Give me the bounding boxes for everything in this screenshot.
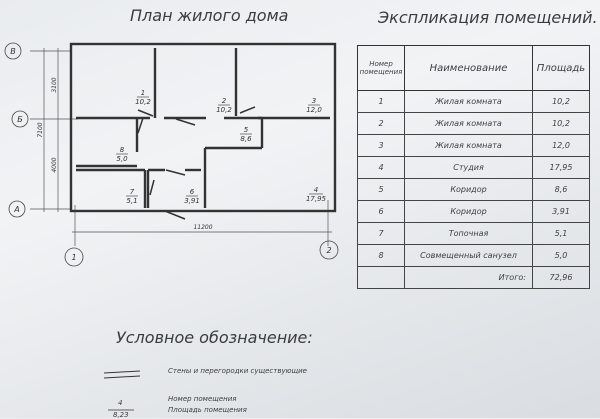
row-area: 10,2	[532, 112, 590, 135]
room-4-area: 17,95	[306, 195, 327, 203]
dimension-height: 7100	[37, 122, 44, 137]
dimension-upper: 3100	[51, 77, 58, 92]
row-name: Жилая комната	[404, 112, 533, 135]
row-num: 2	[357, 112, 405, 135]
room-5-area: 8,6	[240, 135, 252, 143]
room-8-number: 8	[120, 146, 125, 154]
row-area: 12,0	[532, 134, 590, 157]
row-num: 8	[357, 244, 405, 267]
row-name: Топочная	[404, 222, 533, 245]
row-num: 5	[357, 178, 405, 201]
total-label: Итого:	[404, 266, 533, 289]
room-3-number: 3	[312, 97, 316, 105]
room-1-area: 10,2	[135, 98, 151, 106]
room-8-area: 5,0	[116, 155, 128, 163]
row-name: Коридор	[404, 178, 533, 201]
explication-title: Экспликация помещений.	[378, 8, 598, 27]
row-area: 5,1	[532, 222, 590, 245]
axis-label-1: 1	[71, 253, 76, 262]
header-area: Площадь	[532, 45, 590, 91]
total-row: Итого:72,96	[357, 266, 590, 289]
legend-room-area: Площадь помещения	[168, 406, 247, 414]
row-name: Совмещенный санузел	[404, 244, 533, 267]
row-num: 6	[357, 200, 405, 223]
walls	[69, 42, 337, 213]
row-name: Коридор	[404, 200, 533, 223]
row-name: Жилая комната	[404, 90, 533, 113]
axis-label-b: Б	[17, 115, 23, 124]
room-5-number: 5	[244, 126, 249, 134]
row-area: 3,91	[532, 200, 590, 223]
total-value: 72,96	[532, 266, 590, 289]
legend-room-number: Номер помещения	[168, 395, 237, 403]
room-6-area: 3,91	[184, 197, 200, 205]
axis-label-v: В	[10, 47, 16, 56]
axis-marker-v	[4, 42, 22, 60]
legend-sample-area: 8,23	[113, 411, 129, 419]
legend-sample-number: 4	[118, 399, 123, 407]
row-area: 8,6	[532, 178, 590, 201]
plan-title: План жилого дома	[130, 6, 289, 25]
row-num: 7	[357, 222, 405, 245]
legend-title: Условное обозначение:	[116, 328, 313, 347]
row-name: Жилая комната	[404, 134, 533, 157]
row-area: 17,95	[532, 156, 590, 179]
row-area: 10,2	[532, 90, 590, 113]
header-num: Номер помещения	[357, 45, 405, 91]
axis-label-2: 2	[326, 246, 331, 255]
row-area: 5,0	[532, 244, 590, 267]
axis-label-a: А	[13, 205, 19, 214]
room-4-number: 4	[314, 186, 318, 194]
room-2-area: 10,2	[216, 106, 232, 114]
dimension-width: 11200	[193, 224, 212, 231]
legend-walls: Стены и перегородки существующие	[168, 367, 307, 375]
room-6-number: 6	[190, 188, 195, 196]
header-name: Наименование	[404, 45, 533, 91]
row-num: 3	[357, 134, 405, 157]
row-name: Студия	[404, 156, 533, 179]
room-2-number: 2	[222, 97, 227, 105]
table-header: Номер помещения Наименование Площадь	[357, 45, 590, 91]
dimension-lower: 4000	[51, 157, 58, 172]
room-3-area: 12,0	[306, 106, 322, 114]
row-num: 4	[357, 156, 405, 179]
row-num: 1	[357, 90, 405, 113]
room-1-number: 1	[141, 89, 145, 97]
room-7-number: 7	[130, 188, 135, 196]
room-7-area: 5,1	[126, 197, 137, 205]
